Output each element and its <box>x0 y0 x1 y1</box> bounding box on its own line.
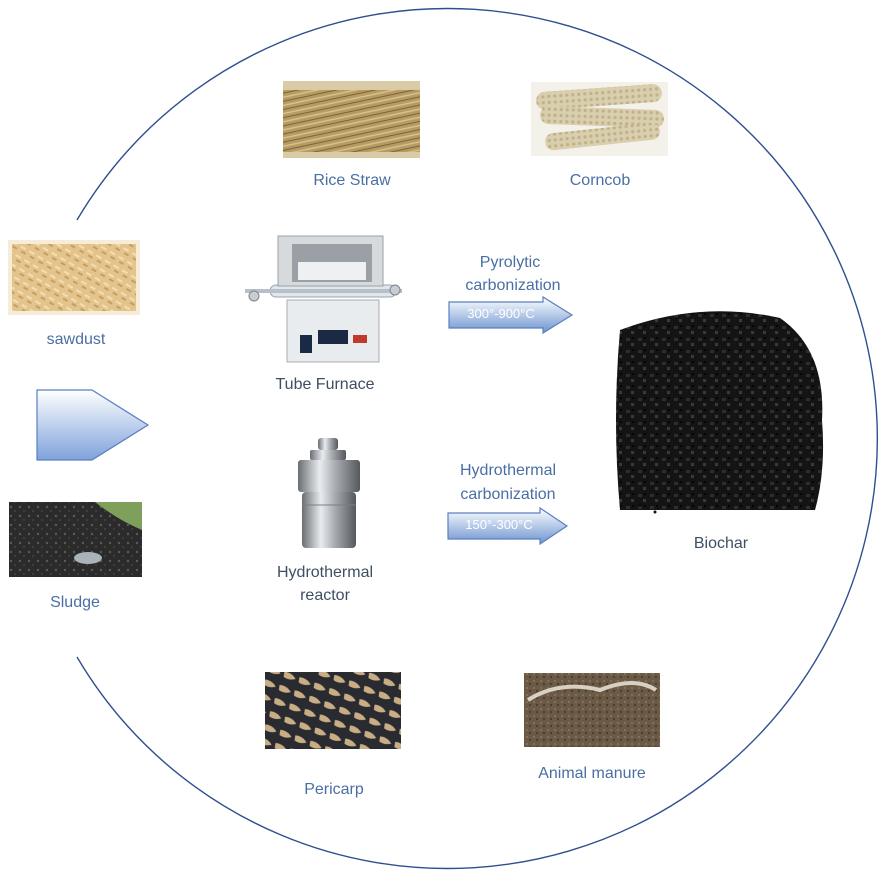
pyrolytic-label-line2: carbonization <box>465 277 561 294</box>
tube-furnace-label: Tube Furnace <box>275 376 375 393</box>
sawdust-image <box>8 240 140 315</box>
corncob-label: Corncob <box>569 172 631 189</box>
pyrolytic-label-line1: Pyrolytic <box>479 254 541 271</box>
hydrothermal-arrow <box>447 506 569 546</box>
rice-straw-image <box>283 81 420 158</box>
input-arrow <box>36 389 150 461</box>
hydrothermal-process-label-line1: Hydrothermal <box>459 462 557 479</box>
sludge-label: Sludge <box>50 594 100 611</box>
pyrolytic-arrow <box>448 295 574 335</box>
hydrothermal-reactor-image <box>298 438 360 548</box>
biochar-image <box>616 311 824 514</box>
hydrothermal-process-label-line2: carbonization <box>460 486 556 503</box>
pericarp-label: Pericarp <box>304 781 364 798</box>
tube-furnace-image <box>245 235 402 363</box>
sawdust-label: sawdust <box>46 331 106 348</box>
corncob-image <box>531 82 668 156</box>
biochar-label: Biochar <box>693 535 749 552</box>
animal-manure-image <box>524 673 660 747</box>
pericarp-image <box>265 672 401 749</box>
animal-manure-label: Animal manure <box>538 765 646 782</box>
rice-straw-label: Rice Straw <box>313 172 391 189</box>
pyrolytic-temp-label: 300°-900°C <box>467 306 535 321</box>
sludge-image <box>9 502 142 577</box>
hydrothermal-reactor-label-line1: Hydrothermal <box>276 564 374 581</box>
enclosing-circle-arc <box>76 7 879 870</box>
hydrothermal-temp-label: 150°-300°C <box>465 517 533 532</box>
hydrothermal-reactor-label-line2: reactor <box>300 587 350 604</box>
